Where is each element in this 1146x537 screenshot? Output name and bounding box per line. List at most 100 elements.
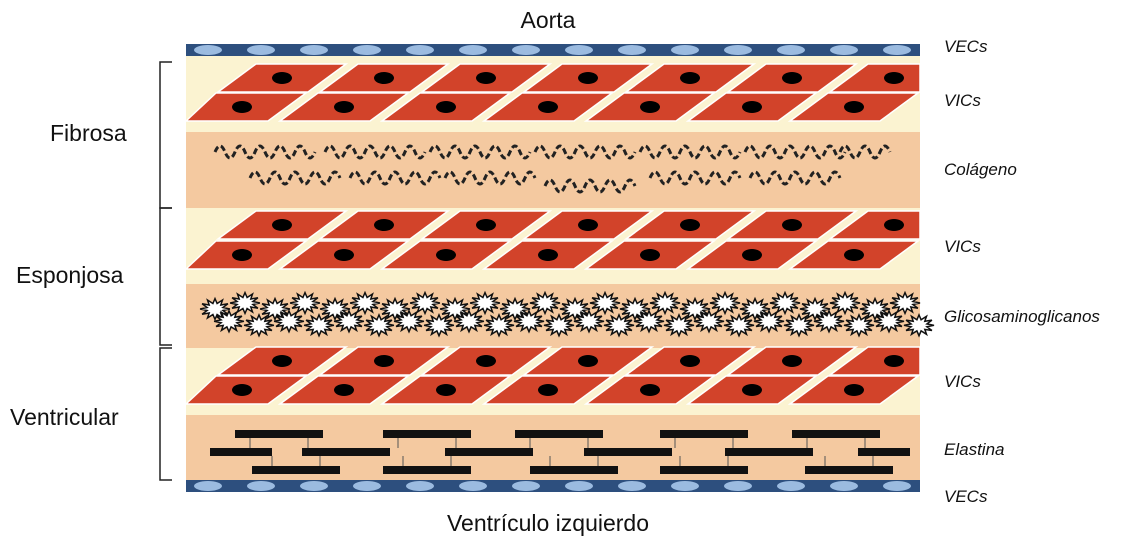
vic-nucleus [844,101,864,113]
vic-nucleus [884,355,904,367]
brace-fibrosa [160,62,172,208]
vic-nucleus [742,101,762,113]
vic-nucleus [782,219,802,231]
elastin-fiber [725,448,813,456]
aorta-label: Aorta [0,7,1146,34]
vic-nucleus [844,384,864,396]
vic-nucleus [578,355,598,367]
vic-nucleus [232,249,252,261]
elastin-fiber [445,448,533,456]
endothelial-cell [247,481,275,491]
vic-nucleus [476,355,496,367]
elastin-fiber [660,430,748,438]
vic-nucleus [782,72,802,84]
vic-nucleus [742,384,762,396]
endothelial-cell [512,481,540,491]
elastin-fiber [805,466,893,474]
elastin-fiber [515,430,603,438]
vic-nucleus [436,101,456,113]
vic-nucleus [232,101,252,113]
layer-label-vecs-bottom: VECs [944,487,987,507]
endothelium-bar [186,44,920,56]
vic-nucleus [272,72,292,84]
elastin-fiber [584,448,672,456]
endothelial-cell [300,481,328,491]
vic-nucleus [680,219,700,231]
vic-nucleus [782,355,802,367]
endothelial-cell [300,45,328,55]
vic-nucleus [578,219,598,231]
endothelial-cell [618,45,646,55]
vic-nucleus [844,249,864,261]
endothelial-cell [724,45,752,55]
endothelial-cell [883,45,911,55]
vic-nucleus [538,384,558,396]
vic-nucleus [680,72,700,84]
endothelial-cell [724,481,752,491]
elastin-fiber [210,448,272,456]
endothelial-cell [194,481,222,491]
vic-nucleus [640,384,660,396]
vecs-bottom [186,480,920,492]
vic-nucleus [334,101,354,113]
vic-nucleus [640,249,660,261]
endothelial-cell [671,45,699,55]
endothelial-cell [671,481,699,491]
endothelial-cell [565,45,593,55]
region-label-fibrosa: Fibrosa [50,120,127,147]
vic-nucleus [232,384,252,396]
layer-label-elastina: Elastina [944,440,1004,460]
layer-label-vics-1: VICs [944,91,981,111]
layer-label-vics-3: VICs [944,372,981,392]
endothelial-cell [618,481,646,491]
elastin-fiber [660,466,748,474]
layer-label-vics-2: VICs [944,237,981,257]
endothelial-cell [406,481,434,491]
region-label-ventricular: Ventricular [10,404,119,431]
vecs-top [186,44,920,56]
vic-nucleus [374,72,394,84]
endothelial-cell [512,45,540,55]
vic-nucleus [272,219,292,231]
layer-label-vecs-top: VECs [944,37,987,57]
vic-nucleus [476,72,496,84]
vic-nucleus [476,219,496,231]
elastin-fiber [252,466,340,474]
elastin-fiber [383,466,471,474]
vic-nucleus [334,249,354,261]
endothelial-cell [830,481,858,491]
vic-nucleus [578,72,598,84]
endothelial-cell [777,45,805,55]
vic-nucleus [436,384,456,396]
endothelial-cell [883,481,911,491]
vic-nucleus [272,355,292,367]
endothelial-cell [830,45,858,55]
elastin-fiber [858,448,910,456]
brace-ventricular [160,348,172,480]
vic-nucleus [680,355,700,367]
endothelial-cell [247,45,275,55]
collagen-band [186,132,920,208]
vic-nucleus [374,355,394,367]
endothelial-cell [353,45,381,55]
vic-nucleus [374,219,394,231]
endothelial-cell [459,481,487,491]
vic-nucleus [334,384,354,396]
brace-esponjosa [160,208,172,345]
left-ventricle-label: Ventrículo izquierdo [0,510,1146,537]
vic-nucleus [884,72,904,84]
vic-nucleus [884,219,904,231]
endothelial-cell [777,481,805,491]
vic-nucleus [538,101,558,113]
endothelial-cell [353,481,381,491]
endothelium-bar [186,480,920,492]
vic-nucleus [538,249,558,261]
elastin-fiber [530,466,618,474]
elastin-fiber [792,430,880,438]
endothelial-cell [459,45,487,55]
vic-nucleus [436,249,456,261]
region-label-esponjosa: Esponjosa [16,262,123,289]
region-braces [160,62,172,480]
endothelial-cell [194,45,222,55]
vic-nucleus [742,249,762,261]
